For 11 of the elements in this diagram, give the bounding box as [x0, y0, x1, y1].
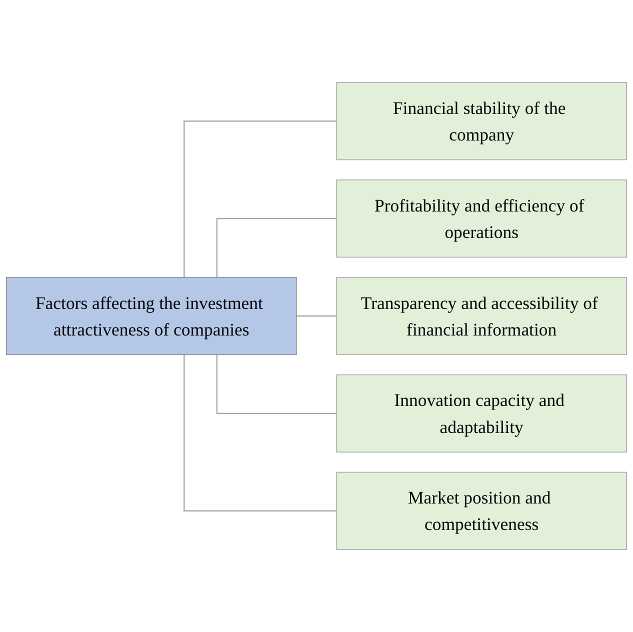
connector [184, 120, 337, 278]
connector [216, 354, 337, 414]
node-box [336, 374, 627, 452]
node-box [336, 82, 627, 160]
node-box [336, 472, 627, 550]
connector [296, 315, 337, 317]
connector [216, 218, 337, 278]
node-box [336, 180, 627, 258]
node-box [6, 276, 297, 356]
node-box [336, 276, 627, 356]
connector [184, 354, 337, 512]
